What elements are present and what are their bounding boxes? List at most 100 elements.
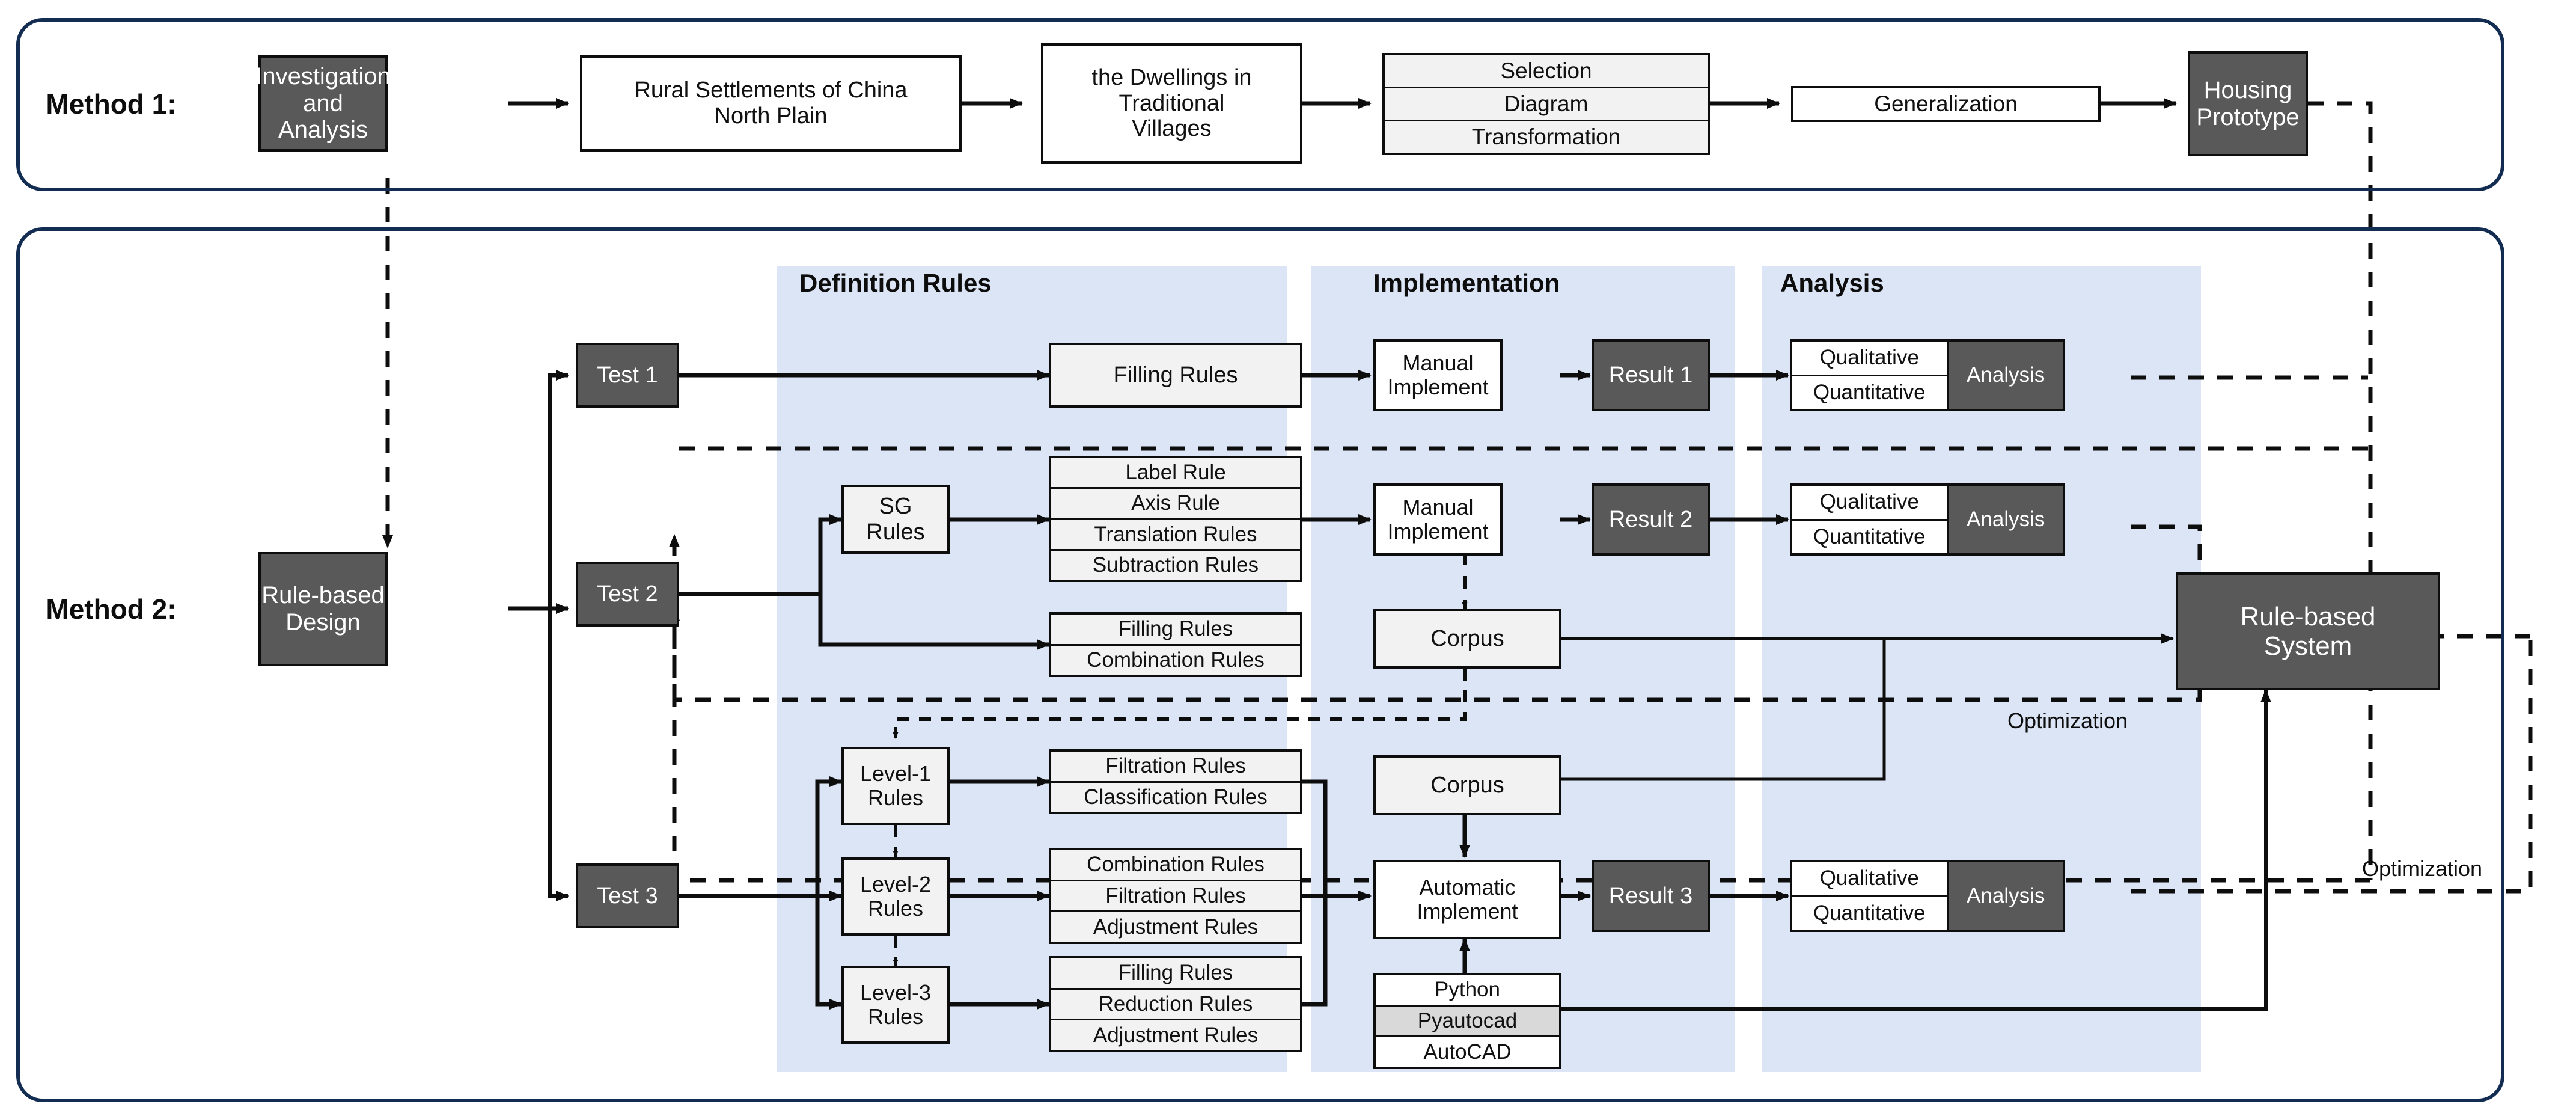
stack-test2-filling-combination[interactable]: Filling Rules Combination Rules <box>1049 612 1302 677</box>
analysis-3-quantitative: Quantitative <box>1792 897 1947 930</box>
node-test-3[interactable]: Test 3 <box>576 863 679 928</box>
sg-rules-line-2: Rules <box>866 519 925 545</box>
node-dwellings-traditional-villages[interactable]: the Dwellings in Traditional Villages <box>1041 43 1302 164</box>
stack-level-2-rules[interactable]: Combination Rules Filtration Rules Adjus… <box>1049 848 1302 944</box>
node-sg-rules[interactable]: SG Rules <box>841 485 950 554</box>
node-analysis-2[interactable]: Qualitative Quantitative Analysis <box>1790 483 2065 556</box>
cell-l2-combination-rules[interactable]: Combination Rules <box>1051 850 1300 881</box>
cell-transformation[interactable]: Transformation <box>1385 121 1708 153</box>
cell-selection[interactable]: Selection <box>1385 55 1708 88</box>
node-housing-prototype[interactable]: Housing Prototype <box>2188 51 2308 156</box>
test-2-label: Test 2 <box>597 581 658 607</box>
test-1-label: Test 1 <box>597 362 658 388</box>
node-rule-based-system[interactable]: Rule-based System <box>2176 572 2440 690</box>
cell-python[interactable]: Python <box>1376 975 1559 1007</box>
node-level-1-rules[interactable]: Level-1 Rules <box>841 747 950 825</box>
analysis-2-label: Analysis <box>1946 486 2063 553</box>
node-test-1[interactable]: Test 1 <box>576 343 679 408</box>
rural-line-2: North Plain <box>714 103 828 129</box>
result-1-label: Result 1 <box>1608 362 1693 388</box>
cell-translation-rules[interactable]: Translation Rules <box>1051 520 1300 551</box>
analysis-1-left: Qualitative Quantitative <box>1792 342 1947 409</box>
node-test2-manual-implement[interactable]: Manual Implement <box>1373 483 1503 556</box>
dwellings-line-1: the Dwellings in <box>1091 65 1252 91</box>
rural-line-1: Rural Settlements of China <box>634 78 908 103</box>
node-result-3[interactable]: Result 3 <box>1592 860 1710 932</box>
cell-l2-adjustment-rules[interactable]: Adjustment Rules <box>1051 912 1300 942</box>
node-test-2[interactable]: Test 2 <box>576 562 679 627</box>
analysis-1-qualitative: Qualitative <box>1792 342 1947 376</box>
cell-l3-filling-rules[interactable]: Filling Rules <box>1051 958 1300 990</box>
method1-frame <box>16 18 2504 191</box>
level-2-line-1: Level-2 <box>859 871 932 897</box>
dwellings-line-3: Villages <box>1132 116 1212 142</box>
level-3-line-2: Rules <box>867 1004 924 1029</box>
cell-autocad[interactable]: AutoCAD <box>1376 1037 1559 1067</box>
node-test1-filling-rules[interactable]: Filling Rules <box>1049 343 1302 408</box>
stack-sg-rule-definitions[interactable]: Label Rule Axis Rule Translation Rules S… <box>1049 456 1302 582</box>
cell-pyautocad[interactable]: Pyautocad <box>1376 1006 1559 1038</box>
cell-l1-filtration-rules[interactable]: Filtration Rules <box>1051 752 1300 783</box>
test1-implement-line-2: Implement <box>1387 375 1489 399</box>
column-header-implementation: Implementation <box>1373 269 1560 297</box>
node-level-2-rules[interactable]: Level-2 Rules <box>841 857 950 936</box>
stack-selection-diagram-transformation[interactable]: Selection Diagram Transformation <box>1382 53 1710 155</box>
test2-corpus-label: Corpus <box>1430 625 1504 651</box>
automatic-implement-line-1: Automatic <box>1419 874 1516 900</box>
housing-line-2: Prototype <box>2196 103 2300 130</box>
node-analysis-3[interactable]: Qualitative Quantitative Analysis <box>1790 860 2065 932</box>
optimization-label-lower: Optimization <box>2362 856 2483 881</box>
analysis-3-left: Qualitative Quantitative <box>1792 862 1947 930</box>
investigation-line-1: Investigation <box>255 63 391 90</box>
housing-line-1: Housing <box>2203 76 2292 103</box>
method2-frame <box>16 227 2504 1102</box>
test1-implement-line-1: Manual <box>1402 350 1474 375</box>
automatic-implement-line-2: Implement <box>1417 899 1518 924</box>
cell-diagram[interactable]: Diagram <box>1385 88 1708 121</box>
node-test3-corpus[interactable]: Corpus <box>1373 755 1561 815</box>
rule-based-system-line-2: System <box>2263 631 2352 661</box>
cell-test2-combination-rules[interactable]: Combination Rules <box>1051 645 1300 675</box>
node-test2-corpus[interactable]: Corpus <box>1373 609 1561 669</box>
node-test1-manual-implement[interactable]: Manual Implement <box>1373 339 1503 411</box>
test-3-label: Test 3 <box>597 883 658 909</box>
stack-tooling[interactable]: Python Pyautocad AutoCAD <box>1373 973 1561 1069</box>
node-rule-based-design[interactable]: Rule-based Design <box>258 552 388 666</box>
test3-corpus-label: Corpus <box>1430 772 1504 798</box>
optimization-label-upper: Optimization <box>2007 708 2128 733</box>
cell-l1-classification-rules[interactable]: Classification Rules <box>1051 782 1300 812</box>
analysis-1-label: Analysis <box>1946 342 2063 409</box>
node-analysis-1[interactable]: Qualitative Quantitative Analysis <box>1790 339 2065 411</box>
node-result-2[interactable]: Result 2 <box>1592 483 1710 556</box>
cell-label-rule[interactable]: Label Rule <box>1051 458 1300 489</box>
rule-based-design-line-1: Rule-based <box>261 582 385 609</box>
node-generalization[interactable]: Generalization <box>1791 86 2101 122</box>
cell-axis-rule[interactable]: Axis Rule <box>1051 489 1300 520</box>
sg-rules-line-1: SG <box>879 493 912 519</box>
dwellings-line-2: Traditional <box>1119 90 1225 116</box>
investigation-line-2: and Analysis <box>278 90 368 144</box>
column-header-analysis: Analysis <box>1780 269 1884 297</box>
node-investigation-and-analysis[interactable]: Investigation and Analysis <box>255 55 391 152</box>
cell-test2-filling-rules[interactable]: Filling Rules <box>1051 615 1300 646</box>
cell-l3-reduction-rules[interactable]: Reduction Rules <box>1051 989 1300 1021</box>
cell-subtraction-rules[interactable]: Subtraction Rules <box>1051 550 1300 580</box>
analysis-2-quantitative: Quantitative <box>1792 520 1947 553</box>
node-rural-settlements[interactable]: Rural Settlements of China North Plain <box>580 55 962 152</box>
node-level-3-rules[interactable]: Level-3 Rules <box>841 966 950 1044</box>
analysis-2-left: Qualitative Quantitative <box>1792 486 1947 553</box>
stack-level-3-rules[interactable]: Filling Rules Reduction Rules Adjustment… <box>1049 956 1302 1052</box>
cell-l2-filtration-rules[interactable]: Filtration Rules <box>1051 881 1300 913</box>
node-automatic-implement[interactable]: Automatic Implement <box>1373 860 1561 939</box>
rule-based-design-line-2: Design <box>285 609 361 636</box>
level-2-line-2: Rules <box>867 896 924 921</box>
cell-l3-adjustment-rules[interactable]: Adjustment Rules <box>1051 1020 1300 1050</box>
analysis-1-quantitative: Quantitative <box>1792 376 1947 409</box>
rule-based-system-line-1: Rule-based <box>2240 601 2376 631</box>
stack-level-1-rules[interactable]: Filtration Rules Classification Rules <box>1049 749 1302 814</box>
result-2-label: Result 2 <box>1608 506 1693 532</box>
level-1-line-1: Level-1 <box>859 761 932 786</box>
node-result-1[interactable]: Result 1 <box>1592 339 1710 411</box>
